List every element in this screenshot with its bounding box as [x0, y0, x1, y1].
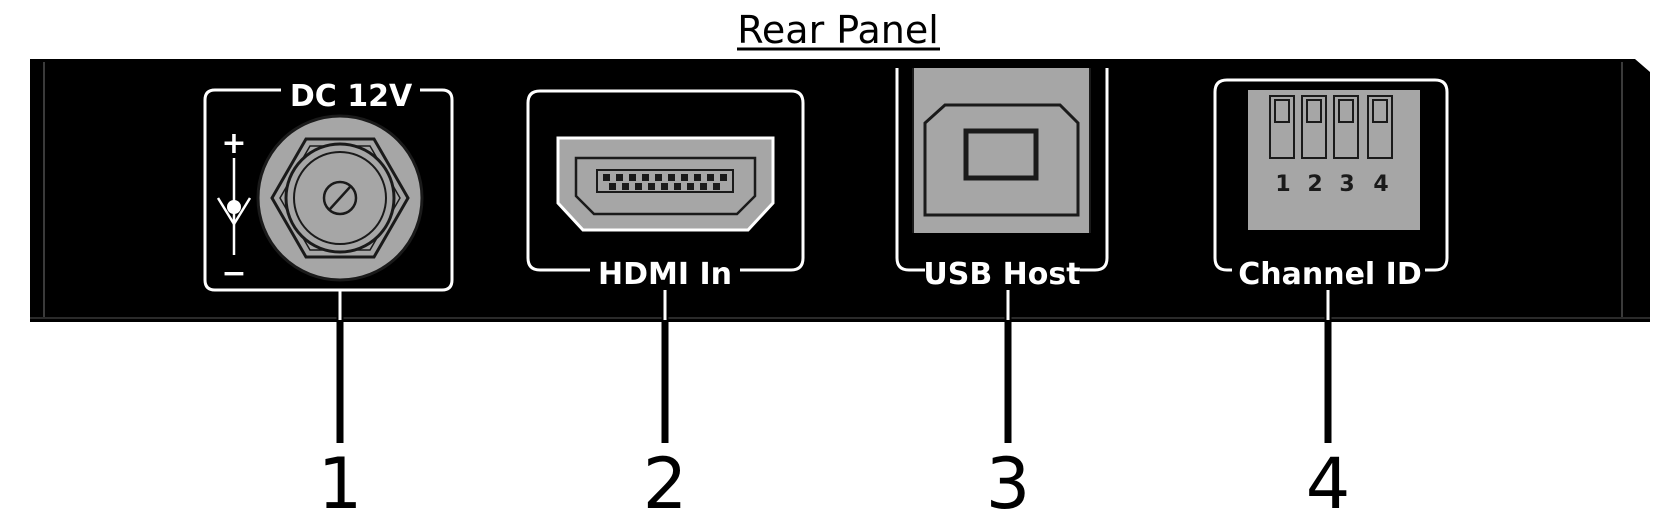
- hdmi-pin: [661, 183, 668, 190]
- diagram-title: Rear Panel: [737, 8, 939, 52]
- callout-number-4: 4: [1306, 443, 1351, 519]
- usb-b-port-icon: [912, 68, 1091, 233]
- hdmi-port-frame: [526, 89, 805, 272]
- callout-number-1: 1: [318, 443, 363, 519]
- usb-host-port: USB Host: [895, 68, 1109, 292]
- hdmi-pin: [642, 174, 649, 181]
- dc-power-jack-icon: [256, 114, 424, 282]
- callout-1: 1: [318, 290, 363, 519]
- polarity-icon: + −: [216, 126, 252, 291]
- callout-number-3: 3: [986, 443, 1031, 519]
- hdmi-pin: [687, 183, 694, 190]
- callout-2: 2: [643, 290, 688, 519]
- dip-number-2: 2: [1307, 172, 1322, 197]
- hdmi-pin: [713, 183, 720, 190]
- hdmi-pins: [603, 174, 727, 190]
- hdmi-pin: [655, 174, 662, 181]
- hdmi-pin: [707, 174, 714, 181]
- dip-switch-lever: [1306, 99, 1322, 123]
- callout-number-2: 2: [643, 443, 688, 519]
- dc-power-port: DC 12V + −: [203, 79, 454, 292]
- device-panel: [30, 59, 1650, 322]
- hdmi-pin: [681, 174, 688, 181]
- hdmi-pin: [674, 183, 681, 190]
- hdmi-port-icon: [556, 136, 775, 232]
- dip-number-4: 4: [1373, 172, 1388, 197]
- hdmi-pin: [700, 183, 707, 190]
- dip-switch-slot: [1269, 95, 1295, 159]
- dc-port-frame: [203, 88, 454, 292]
- svg-text:−: −: [221, 256, 246, 291]
- hdmi-pin: [603, 174, 610, 181]
- hdmi-pin: [629, 174, 636, 181]
- hdmi-pin: [616, 174, 623, 181]
- hdmi-pin: [635, 183, 642, 190]
- hdmi-in-port: HDMI In: [526, 89, 805, 292]
- usb-port-frame: [895, 68, 1109, 272]
- hdmi-pin: [609, 183, 616, 190]
- hdmi-pin: [648, 183, 655, 190]
- dip-switches: [1269, 95, 1393, 159]
- channel-id-port-label: Channel ID: [1238, 257, 1421, 292]
- hdmi-port-label: HDMI In: [598, 257, 732, 292]
- hdmi-pin: [668, 174, 675, 181]
- dip-number-3: 3: [1339, 172, 1354, 197]
- dip-switch-icon: 1 2 3 4: [1248, 90, 1420, 230]
- hdmi-pin: [622, 183, 629, 190]
- dip-switch-slot: [1301, 95, 1327, 159]
- callout-4: 4: [1306, 290, 1351, 519]
- usb-port-label: USB Host: [923, 257, 1080, 292]
- dip-switch-lever: [1372, 99, 1388, 123]
- svg-text:+: +: [221, 126, 246, 161]
- channel-id-port: Channel ID 1 2 3 4: [1213, 78, 1449, 292]
- callout-3: 3: [986, 290, 1031, 519]
- dc-port-label: DC 12V: [290, 79, 413, 114]
- dip-switch-slot: [1333, 95, 1359, 159]
- dip-switch-lever: [1338, 99, 1354, 123]
- hdmi-pin: [694, 174, 701, 181]
- dip-number-1: 1: [1275, 172, 1290, 197]
- dip-switch-slot: [1367, 95, 1393, 159]
- hdmi-pin: [720, 174, 727, 181]
- dip-switch-lever: [1274, 99, 1290, 123]
- channel-id-port-frame: [1213, 78, 1449, 272]
